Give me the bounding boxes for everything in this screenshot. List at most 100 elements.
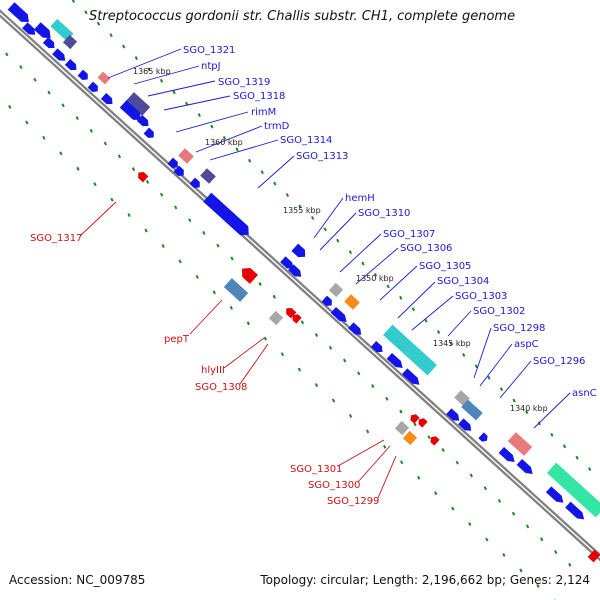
kbp-label-1365: 1365 kbp: [133, 67, 171, 76]
gene-label-sgo-1318[interactable]: SGO_1318: [233, 91, 285, 102]
tick-mark: [373, 273, 378, 277]
gene-reverse-6[interactable]: [394, 420, 410, 436]
gene-label-hemh[interactable]: hemH: [345, 193, 375, 204]
gene-forward-26[interactable]: [344, 294, 360, 310]
gene-forward-24[interactable]: [288, 264, 304, 279]
gene-forward-28[interactable]: [330, 306, 350, 325]
gene-label-sgo-1307[interactable]: SGO_1307: [383, 229, 435, 240]
tick-mark: [588, 467, 592, 472]
gene-forward-43[interactable]: [545, 486, 566, 505]
gene-label-ntpj[interactable]: ntpJ: [201, 61, 221, 72]
gene-forward-12[interactable]: [125, 92, 151, 116]
gene-forward-2[interactable]: [50, 18, 74, 42]
tick-mark: [525, 524, 530, 529]
gene-forward-40[interactable]: [498, 446, 518, 465]
gene-label-trmd[interactable]: trmD: [264, 121, 290, 132]
gene-forward-45[interactable]: [587, 549, 600, 563]
gene-forward-41[interactable]: [516, 458, 536, 477]
gene-forward-14[interactable]: [136, 115, 151, 129]
gene-label-sgo-1298[interactable]: SGO_1298: [493, 323, 545, 334]
gene-reverse-5[interactable]: [290, 312, 302, 324]
tick-mark: [451, 506, 455, 511]
gene-forward-31[interactable]: [370, 341, 385, 355]
gene-label-sgo-1314[interactable]: SGO_1314: [280, 135, 332, 146]
gene-forward-33[interactable]: [401, 368, 422, 387]
gene-forward-38[interactable]: [478, 432, 489, 443]
tick-mark: [222, 136, 227, 140]
gene-reverse-2[interactable]: [238, 264, 258, 284]
gene-forward-15[interactable]: [143, 127, 157, 141]
gene-label-asnc[interactable]: asnC: [572, 388, 597, 399]
gene-forward-11[interactable]: [100, 93, 115, 107]
gene-forward-0[interactable]: [7, 2, 32, 26]
gene-label-sgo-1305[interactable]: SGO_1305: [419, 261, 471, 272]
gene-reverse-1[interactable]: [223, 278, 249, 302]
tick-mark: [258, 282, 262, 286]
gene-reverse-8[interactable]: [408, 412, 420, 424]
gene-reverse-10[interactable]: [428, 434, 440, 446]
gene-label-sgo-1310[interactable]: SGO_1310: [358, 208, 410, 219]
gene-label-sgo-1301[interactable]: SGO_1301: [290, 464, 342, 475]
gene-reverse-4[interactable]: [284, 306, 297, 319]
gene-label-sgo-1303[interactable]: SGO_1303: [455, 291, 507, 302]
gene-forward-42[interactable]: [546, 462, 600, 518]
gene-label-sgo-1313[interactable]: SGO_1313: [296, 151, 348, 162]
gene-label-pept[interactable]: pepT: [164, 334, 190, 345]
gene-forward-4[interactable]: [22, 22, 38, 37]
gene-forward-5[interactable]: [42, 37, 57, 51]
gene-reverse-0[interactable]: [136, 170, 149, 183]
gene-forward-39[interactable]: [507, 432, 533, 456]
gene-label-sgo-1319[interactable]: SGO_1319: [218, 77, 270, 88]
gene-reverse-3[interactable]: [268, 310, 284, 326]
leader-line-forward-13: [397, 281, 436, 319]
gene-forward-17[interactable]: [167, 157, 181, 171]
gene-reverse-9[interactable]: [416, 416, 428, 428]
gene-forward-44[interactable]: [565, 501, 587, 523]
kbp-scale-labels: 1365 kbp 1360 kbp 1355 kbp 1350 kbp 1345…: [133, 67, 548, 413]
gene-forward-37[interactable]: [458, 418, 474, 433]
gene-label-aspc[interactable]: aspC: [514, 339, 539, 350]
gene-forward-6[interactable]: [52, 48, 68, 63]
gene-forward-27[interactable]: [321, 295, 335, 309]
gene-reverse-7[interactable]: [402, 430, 418, 446]
gene-label-sgo-1321[interactable]: SGO_1321: [183, 45, 235, 56]
gene-forward-7[interactable]: [64, 59, 79, 73]
gene-forward-29[interactable]: [348, 322, 364, 337]
gene-forward-9[interactable]: [97, 71, 111, 85]
gene-forward-23[interactable]: [280, 256, 296, 271]
gene-forward-16[interactable]: [178, 148, 194, 164]
gene-forward-25[interactable]: [328, 282, 344, 298]
gene-label-rimm[interactable]: rimM: [251, 107, 276, 118]
gene-label-sgo-1317[interactable]: SGO_1317: [30, 233, 82, 244]
gene-forward-30[interactable]: [383, 324, 437, 376]
gene-forward-8[interactable]: [77, 69, 91, 83]
gene-label-sgo-1296[interactable]: SGO_1296: [533, 356, 585, 367]
gene-forward-36[interactable]: [446, 408, 462, 423]
gene-label-sgo-1302[interactable]: SGO_1302: [473, 306, 525, 317]
gene-label-sgo-1308[interactable]: SGO_1308: [195, 382, 247, 393]
gene-forward-20[interactable]: [189, 177, 203, 191]
gene-forward-13[interactable]: [119, 100, 144, 124]
tick-mark: [399, 295, 403, 300]
tick-mark: [455, 460, 459, 465]
gene-forward-1[interactable]: [33, 22, 54, 41]
gene-label-sgo-1306[interactable]: SGO_1306: [400, 243, 452, 254]
gene-forward-10[interactable]: [87, 81, 101, 95]
tick-mark: [109, 33, 113, 38]
gene-forward-35[interactable]: [461, 399, 483, 421]
gene-forward-18[interactable]: [173, 165, 187, 179]
tick-mark: [42, 135, 46, 140]
gene-forward-32[interactable]: [386, 352, 406, 371]
gene-forward-19[interactable]: [200, 168, 216, 184]
leader-line-forward-19: [533, 392, 571, 429]
tick-mark: [328, 345, 333, 350]
tick-mark: [71, 0, 75, 3]
gene-label-hlyiii[interactable]: hlyIII: [201, 365, 225, 376]
gene-label-sgo-1299[interactable]: SGO_1299: [327, 496, 379, 507]
gene-forward-3[interactable]: [62, 34, 78, 50]
gene-forward-22[interactable]: [291, 243, 308, 261]
gene-forward-21[interactable]: [203, 192, 253, 240]
gene-label-sgo-1300[interactable]: SGO_1300: [308, 480, 360, 491]
gene-label-sgo-1304[interactable]: SGO_1304: [437, 276, 489, 287]
